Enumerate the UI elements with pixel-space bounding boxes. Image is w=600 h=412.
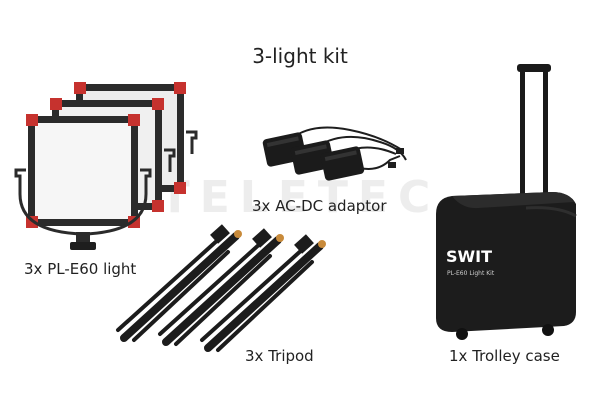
case-model-text: PL-E60 Light Kit [447, 270, 495, 277]
watermark-text: TELETEC [160, 172, 441, 223]
tripod-group [116, 224, 326, 352]
lights-label: 3x PL-E60 light [24, 260, 137, 278]
trolley-case: SWIT PL-E60 Light Kit [436, 64, 577, 340]
kit-title: 3-light kit [252, 44, 348, 68]
led-panel-1 [14, 114, 152, 250]
case-brand-text: SWIT [446, 247, 492, 266]
tripods-label: 3x Tripod [245, 347, 314, 365]
trolley-case-label: 1x Trolley case [449, 347, 560, 365]
adaptors-label: 3x AC-DC adaptor [252, 197, 387, 215]
adaptor-group [262, 126, 407, 181]
